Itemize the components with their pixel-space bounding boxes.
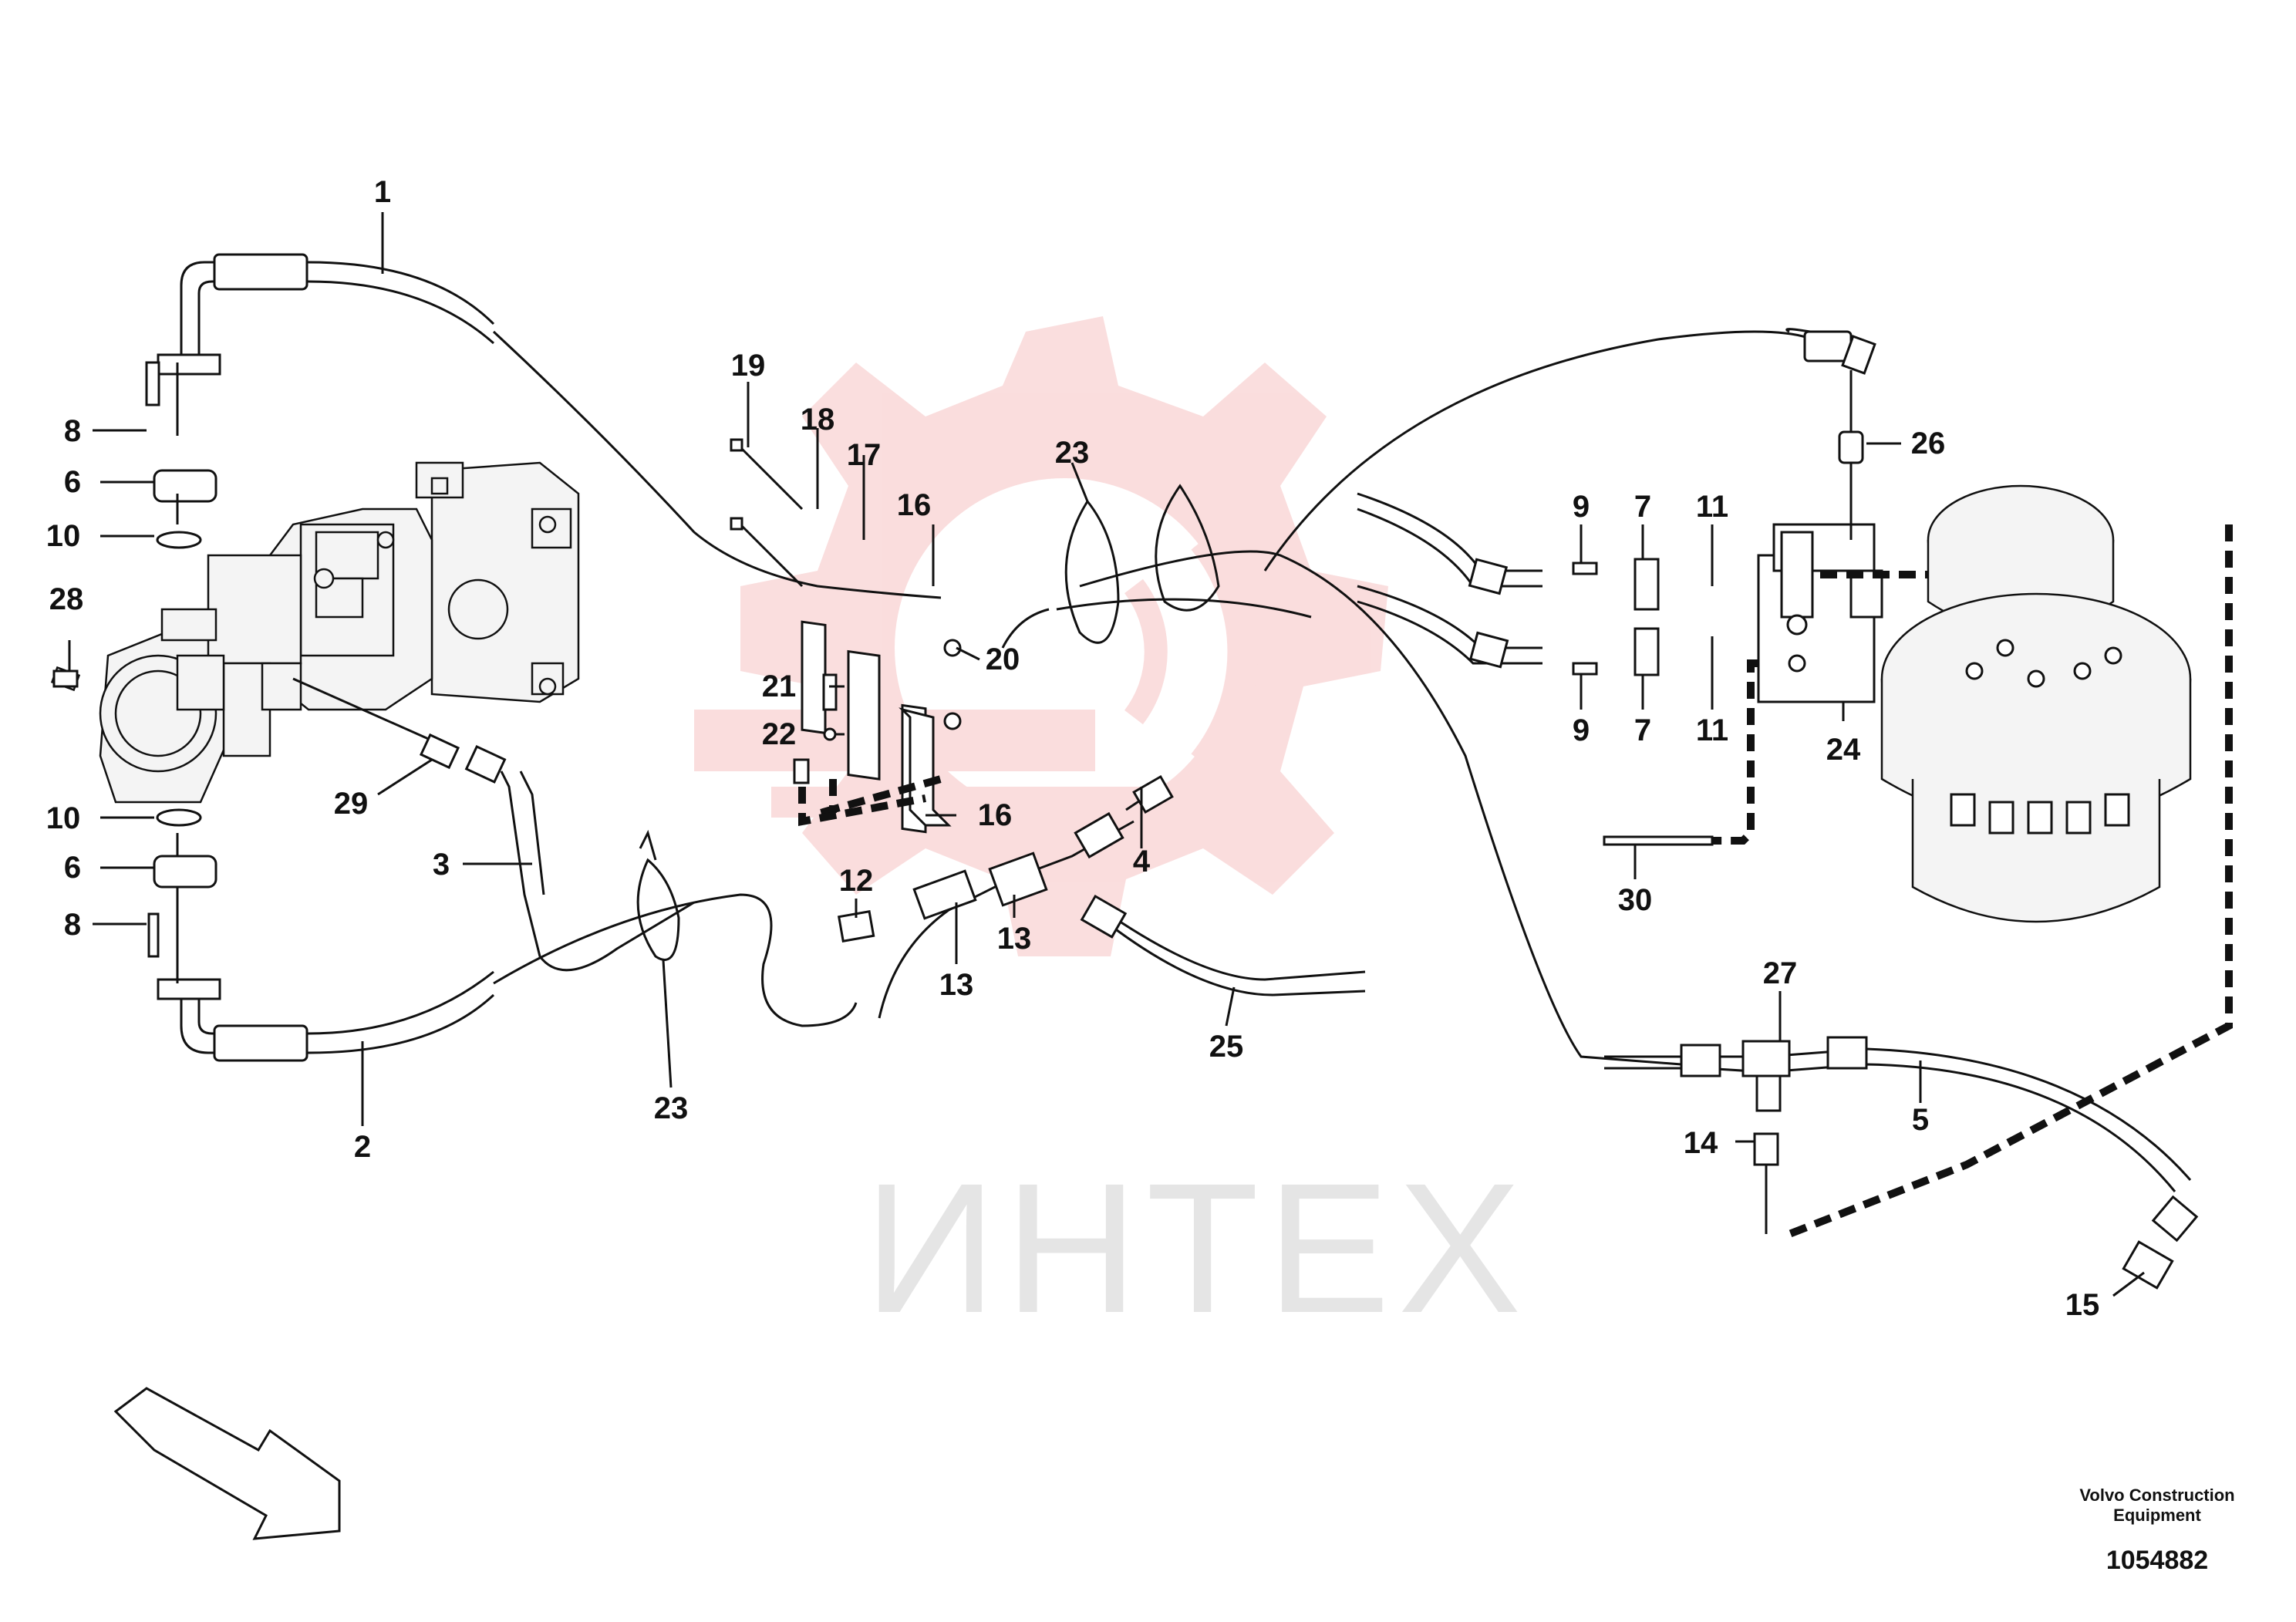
- callout-4: 4: [1133, 845, 1151, 878]
- callout-18: 18: [801, 403, 835, 437]
- hose-1: [180, 261, 495, 363]
- callout-24: 24: [1826, 733, 1861, 767]
- direction-arrow: [113, 1387, 341, 1540]
- clamp-lower: [153, 855, 217, 889]
- callout-16-upper: 16: [897, 488, 932, 522]
- cable-tie-left: [636, 858, 680, 961]
- callout-16-lower: 16: [978, 798, 1013, 832]
- callout-27: 27: [1763, 956, 1798, 990]
- callout-10-upper: 10: [46, 519, 81, 553]
- callout-25: 25: [1209, 1030, 1244, 1064]
- manufacturer-line-1: Volvo Construction: [2079, 1485, 2235, 1505]
- callout-21: 21: [762, 669, 797, 703]
- manufacturer-line-2: Equipment: [2113, 1506, 2201, 1525]
- callout-6-lower: 6: [64, 851, 81, 885]
- cable-tie-right: [1155, 484, 1220, 612]
- callout-30: 30: [1618, 883, 1653, 917]
- callout-13-right: 13: [997, 922, 1032, 956]
- hydraulic-pump-assembly: [50, 461, 580, 804]
- callout-20: 20: [986, 642, 1020, 676]
- callout-28: 28: [49, 582, 84, 616]
- callout-5: 5: [1912, 1103, 1929, 1137]
- callout-13-left: 13: [939, 968, 974, 1002]
- o-ring-lower: [156, 808, 202, 827]
- travel-motor-gearbox: [1880, 484, 2192, 923]
- watermark-gear-logo: [694, 316, 1388, 956]
- watermark-text: ИНТЕХ: [864, 1145, 1529, 1351]
- callout-11-upper: 11: [1696, 490, 1728, 524]
- callout-10-lower: 10: [46, 801, 81, 835]
- callout-23-lower: 23: [654, 1091, 689, 1125]
- callout-8-lower: 8: [64, 908, 81, 942]
- callout-6-upper: 6: [64, 465, 81, 499]
- callout-labels: 1 2 3 4 5 6 6 7 7 8 8 9 9 10 10 11 11 12…: [46, 175, 2100, 1322]
- callout-15: 15: [2065, 1288, 2100, 1322]
- callout-7-lower: 7: [1634, 713, 1651, 747]
- leader-lines: [68, 212, 2145, 1297]
- callout-17: 17: [847, 438, 882, 472]
- callout-19: 19: [731, 349, 766, 383]
- cable-tie-mid: [1064, 499, 1120, 644]
- callout-9-lower: 9: [1573, 713, 1590, 747]
- callout-9-upper: 9: [1573, 490, 1590, 524]
- o-ring-upper: [156, 531, 202, 549]
- callout-23-upper: 23: [1055, 436, 1090, 470]
- valve-block: [1757, 370, 1883, 703]
- callout-29: 29: [334, 787, 369, 821]
- callout-8-upper: 8: [64, 414, 81, 448]
- document-number: 1054882: [2106, 1546, 2209, 1575]
- callout-26: 26: [1911, 427, 1946, 460]
- callout-22: 22: [762, 717, 797, 751]
- clamp-upper: [153, 469, 217, 503]
- callout-12: 12: [839, 864, 874, 898]
- callout-7-upper: 7: [1634, 490, 1651, 524]
- callout-14: 14: [1684, 1126, 1718, 1160]
- callout-11-lower: 11: [1696, 713, 1728, 747]
- manufacturer-label: Volvo Construction Equipment: [2072, 1485, 2242, 1526]
- callout-1: 1: [374, 175, 391, 209]
- callout-3: 3: [433, 848, 450, 882]
- callout-2: 2: [354, 1130, 371, 1164]
